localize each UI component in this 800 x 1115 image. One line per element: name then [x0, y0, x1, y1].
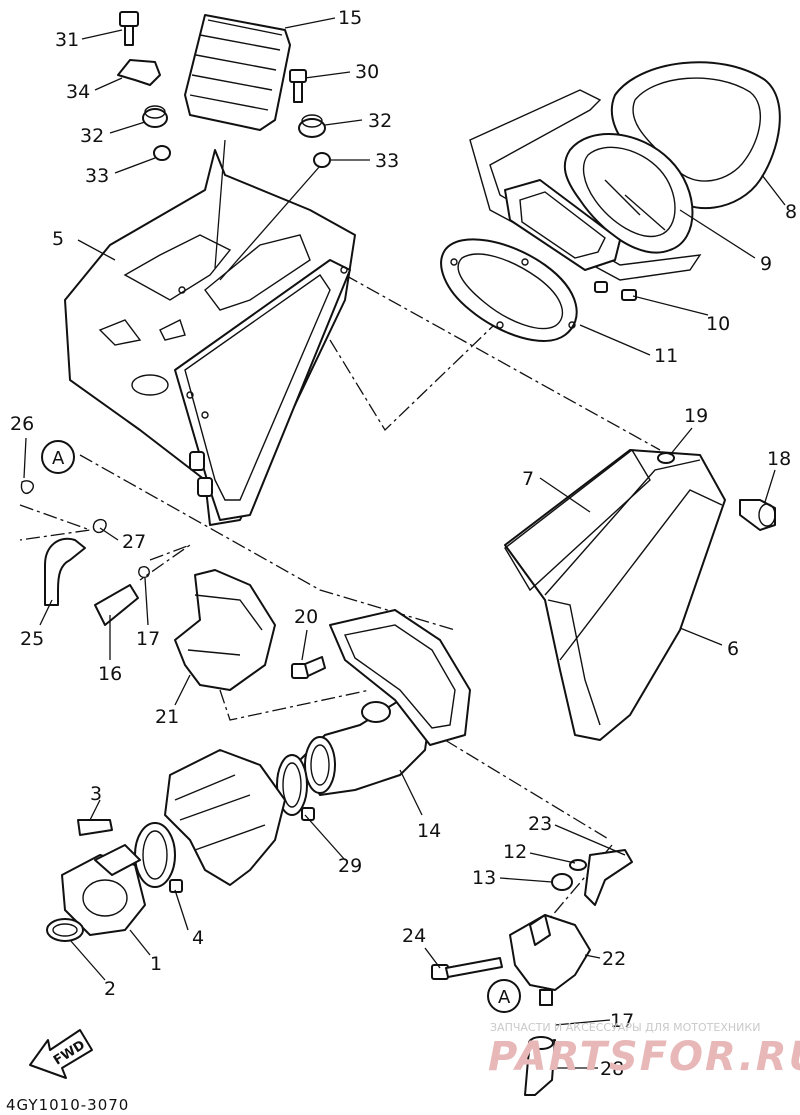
callout-19: 19 — [684, 405, 708, 427]
intake-duct — [184, 14, 291, 131]
callout-5: 5 — [52, 228, 64, 250]
callout-18: 18 — [767, 448, 791, 470]
callout-30: 30 — [355, 61, 379, 83]
carburetor-joint — [46, 819, 146, 942]
callout-20: 20 — [294, 606, 318, 628]
air-box-seal — [504, 448, 651, 592]
callout-11: 11 — [654, 345, 678, 367]
element-bracket-frame — [469, 89, 702, 301]
callout-1: 1 — [150, 953, 162, 975]
callout-3: 3 — [90, 783, 102, 805]
callout-14: 14 — [417, 820, 441, 842]
callout-15: 15 — [338, 7, 362, 29]
watermark-caption: ЗАПЧАСТИ И АКСЕССУАРЫ ДЛЯ МОТОТЕХНИКИ — [490, 1021, 760, 1034]
fwd-arrow: FWD — [29, 1029, 93, 1079]
callout-6: 6 — [727, 638, 739, 660]
callout-23: 23 — [528, 813, 552, 835]
callout-34: 34 — [66, 81, 90, 103]
cover-screw — [657, 452, 776, 531]
leader-lines — [23, 17, 786, 1069]
joint-clamp — [134, 822, 183, 893]
callout-33-left: 33 — [85, 165, 109, 187]
callout-32-right: 32 — [368, 110, 392, 132]
callout-9: 9 — [760, 253, 772, 275]
callout-24: 24 — [402, 925, 426, 947]
callout-28: 28 — [600, 1058, 624, 1080]
reference-marker-label: A — [498, 987, 511, 1008]
reference-marker-a-upper: A — [41, 440, 75, 474]
callout-16: 16 — [98, 663, 122, 685]
carburetor — [164, 749, 286, 886]
breather-separator — [431, 849, 633, 1096]
callout-31: 31 — [55, 29, 79, 51]
callout-32-left: 32 — [80, 125, 104, 147]
watermark-site: PARTSFOR.RU — [488, 1034, 800, 1080]
callout-17-upper: 17 — [136, 628, 160, 650]
callout-29: 29 — [338, 855, 362, 877]
callout-4: 4 — [192, 927, 204, 949]
callout-7: 7 — [522, 468, 534, 490]
element-gasket — [440, 238, 578, 342]
diagram-code: 4GY1010-3070 — [6, 1096, 129, 1114]
air-box-case — [64, 149, 356, 526]
callout-25: 25 — [20, 628, 44, 650]
watermark: ЗАПЧАСТИ И АКСЕССУАРЫ ДЛЯ МОТОТЕХНИКИ PA… — [488, 1021, 800, 1080]
callout-12: 12 — [503, 841, 527, 863]
callout-22: 22 — [602, 948, 626, 970]
filter-element-guide — [563, 133, 694, 254]
callout-27: 27 — [122, 531, 146, 553]
callout-2: 2 — [104, 978, 116, 1000]
callout-10: 10 — [706, 313, 730, 335]
callout-labels: 31 34 32 33 15 30 32 33 5 8 9 10 11 19 1… — [10, 7, 797, 1080]
intake-boot — [291, 609, 471, 796]
callout-13: 13 — [472, 867, 496, 889]
callout-21: 21 — [155, 706, 179, 728]
reference-marker-a-lower: A — [487, 979, 521, 1013]
callout-33-right: 33 — [375, 150, 399, 172]
callout-8: 8 — [785, 201, 797, 223]
hardware-top — [117, 11, 331, 168]
air-box-cover — [504, 449, 726, 741]
callout-17-lower: 17 — [610, 1010, 634, 1032]
callout-26: 26 — [10, 413, 34, 435]
heat-shield — [174, 569, 276, 691]
reference-marker-label: A — [52, 448, 65, 469]
